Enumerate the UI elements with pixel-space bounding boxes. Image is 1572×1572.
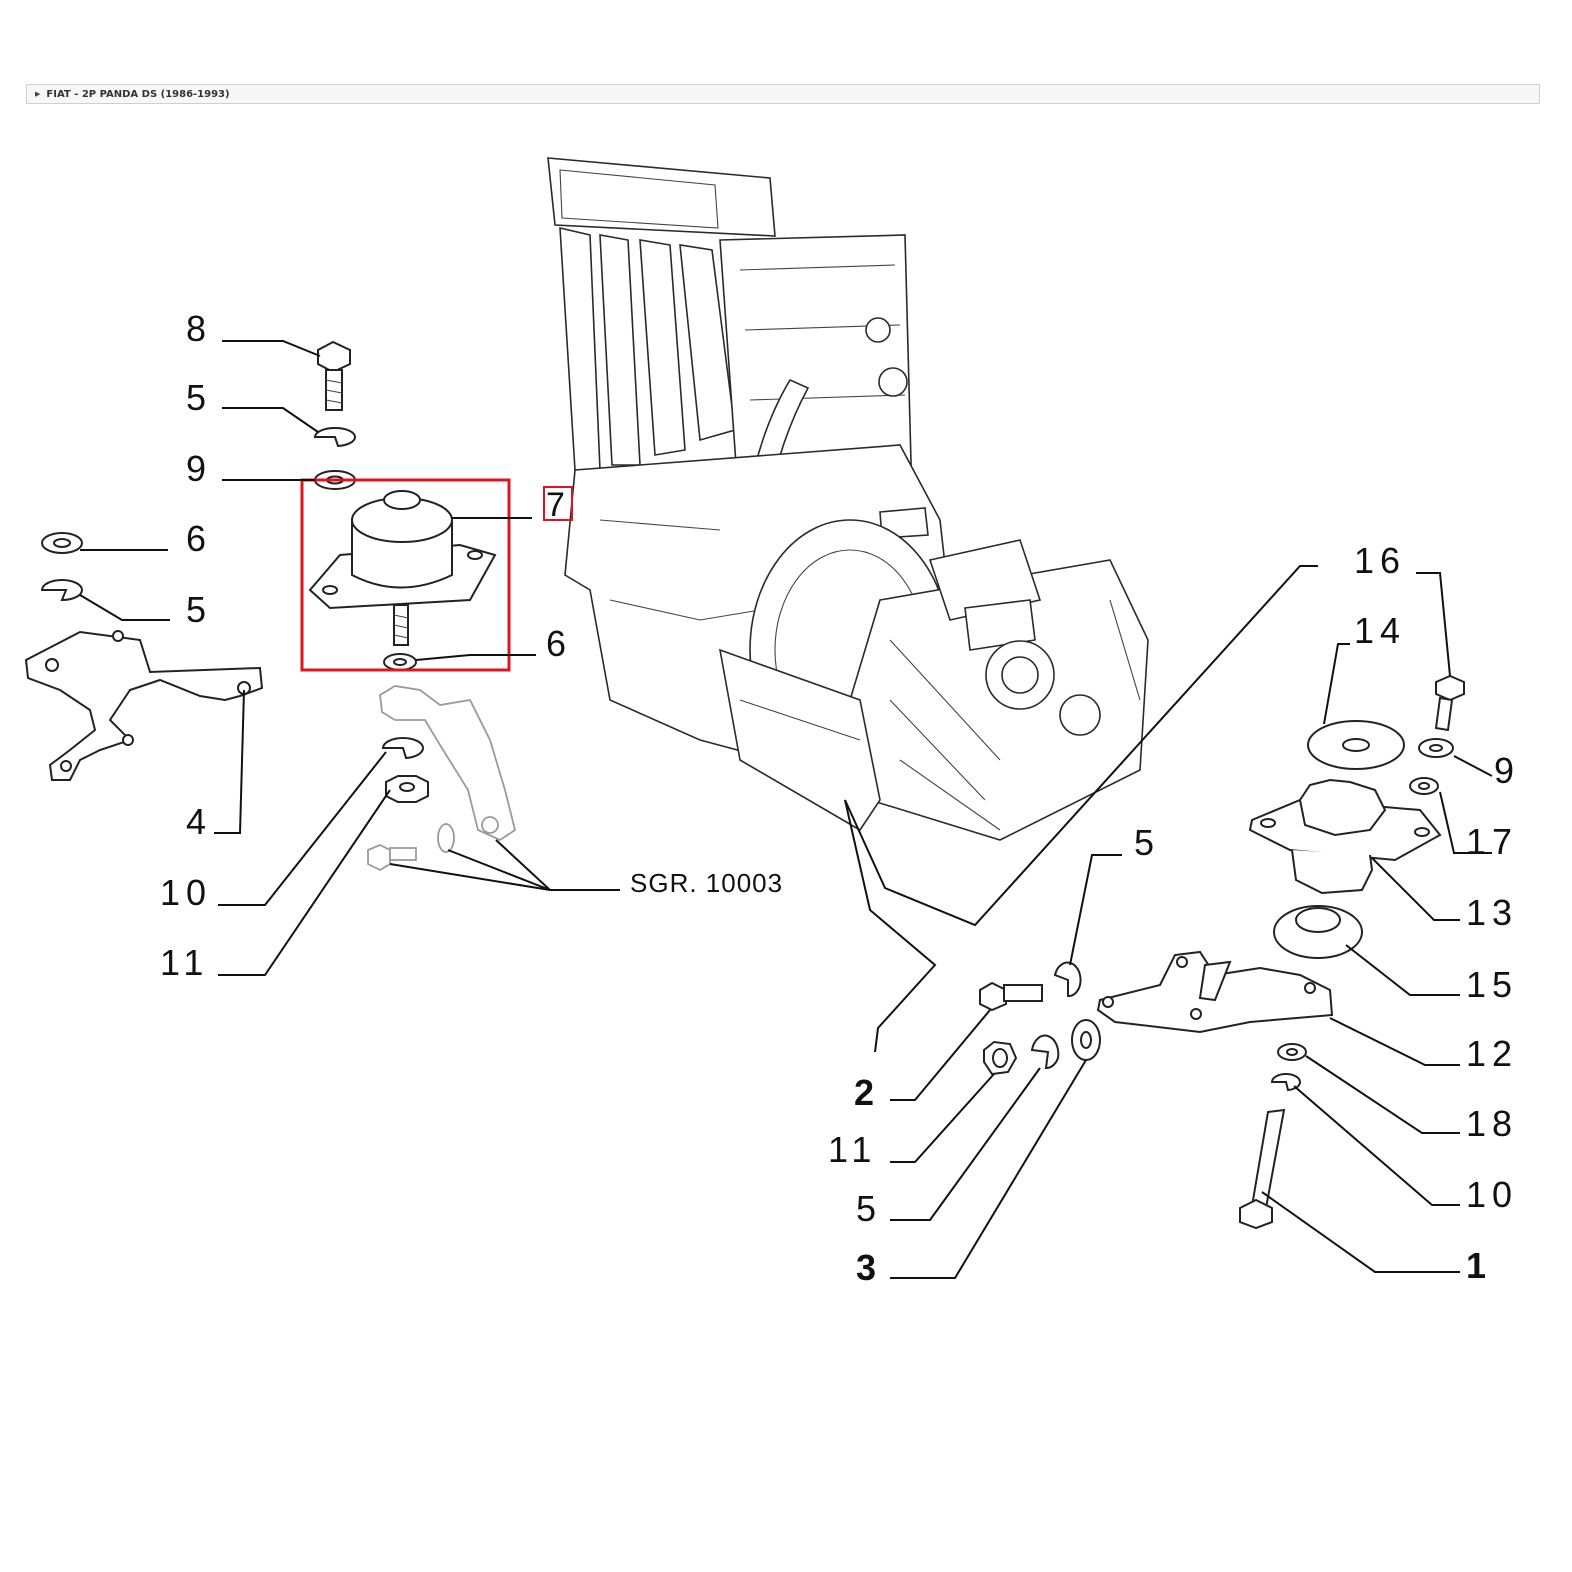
left-engine-bracket (24, 630, 264, 781)
callout-5: 5 (1134, 822, 1160, 863)
callout-10: 10 (1466, 1174, 1518, 1215)
callout-4: 4 (186, 801, 212, 842)
left-washers (40, 532, 84, 602)
callout-18: 18 (1466, 1103, 1518, 1144)
callout-1: 1 (1466, 1245, 1486, 1286)
callout-5: 5 (186, 589, 212, 630)
highlight-label-box (543, 486, 573, 521)
breadcrumb-arrow-icon: ▶ (35, 90, 41, 98)
callout-9: 9 (186, 448, 212, 489)
left-lower-fasteners (381, 737, 429, 803)
callout-16: 16 (1354, 540, 1406, 581)
grey-support-arm (367, 685, 517, 872)
callout-17: 17 (1466, 821, 1518, 862)
callout-13: 13 (1466, 892, 1518, 933)
callout-5: 5 (856, 1188, 882, 1229)
engine-illustration (547, 157, 1149, 841)
callout-11: 11 (828, 1129, 877, 1170)
callout-15: 15 (1466, 964, 1518, 1005)
callout-3: 3 (856, 1247, 876, 1288)
callout-6: 6 (186, 518, 212, 559)
highlight-box (300, 478, 511, 672)
callout-8: 8 (186, 308, 212, 349)
callout-5: 5 (186, 377, 212, 418)
callout-sgr-reference: SGR. 10003 (630, 868, 783, 898)
callout-11: 11 (160, 942, 209, 983)
breadcrumb[interactable]: ▶ FIAT - 2P PANDA DS (1986-1993) (26, 84, 1540, 104)
callout-6: 6 (546, 623, 572, 664)
callout-9: 9 (1494, 750, 1520, 791)
leader-lines (79, 340, 1493, 1279)
center-stack-parts (308, 340, 497, 671)
callout-labels: 8 5 9 6 5 4 7 6 10 11 SGR. 10003 16 14 9… (160, 308, 1520, 1288)
callout-10: 10 (160, 872, 212, 913)
callout-7: 7 (546, 486, 565, 524)
right-mount-parts (979, 674, 1465, 1230)
breadcrumb-text: FIAT - 2P PANDA DS (1986-1993) (46, 88, 230, 100)
callout-12: 12 (1466, 1033, 1518, 1074)
callout-14: 14 (1354, 610, 1406, 651)
callout-2: 2 (854, 1072, 874, 1113)
